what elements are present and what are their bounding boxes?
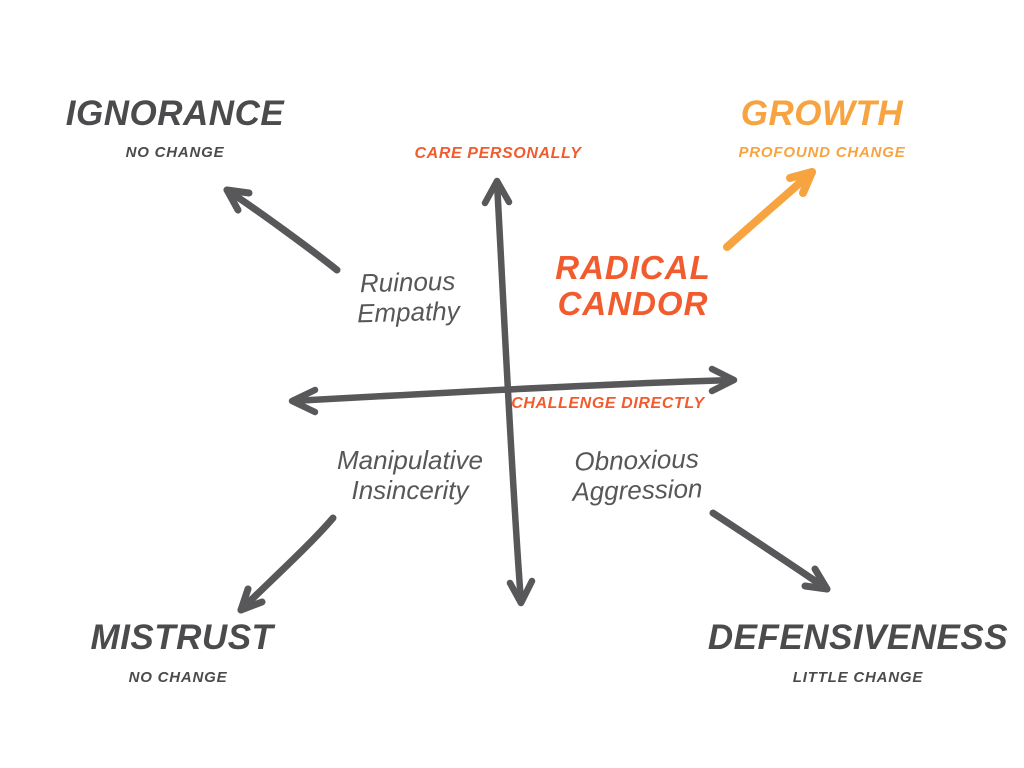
growth-arrow-shaft bbox=[723, 168, 816, 251]
horizontal-axis bbox=[288, 365, 738, 416]
outcome-ignorance-title: IGNORANCE bbox=[65, 94, 285, 133]
outcome-defensiveness-subtitle: LITTLE CHANGE bbox=[792, 669, 924, 686]
outcome-mistrust-subtitle: NO CHANGE bbox=[128, 669, 228, 686]
mistrust-arrow bbox=[237, 514, 337, 614]
outcome-defensiveness-title: DEFENSIVENESS bbox=[707, 618, 1009, 657]
defensiveness-arrow-head bbox=[801, 565, 831, 593]
quadrant-manipulative-insincerity: Manipulative Insincerity bbox=[337, 445, 483, 505]
vertical-axis-arrowhead-down bbox=[506, 577, 536, 607]
ignorance-arrow-head bbox=[223, 186, 253, 214]
growth-arrow bbox=[723, 168, 816, 251]
outcome-ignorance-subtitle: NO CHANGE bbox=[125, 144, 225, 161]
vertical-axis-arrowhead-up bbox=[481, 177, 513, 207]
horizontal-axis-shaft bbox=[289, 376, 737, 405]
defensiveness-arrow bbox=[709, 509, 831, 593]
ignorance-arrow-shaft bbox=[223, 186, 341, 274]
defensiveness-arrow-shaft bbox=[709, 509, 831, 593]
horizontal-axis-arrowhead-left bbox=[288, 386, 319, 416]
outcome-growth-title: GROWTH bbox=[740, 94, 904, 133]
care-personally-axis-label: CARE PERSONALLY bbox=[414, 145, 582, 162]
outcome-growth-subtitle: PROFOUND CHANGE bbox=[738, 144, 906, 161]
growth-arrow-head bbox=[786, 168, 816, 197]
ignorance-arrow bbox=[223, 186, 341, 274]
mistrust-arrow-shaft bbox=[237, 514, 337, 614]
vertical-axis-shaft bbox=[493, 179, 525, 606]
quadrant-radical-candor: RADICAL CANDOR bbox=[555, 249, 711, 322]
vertical-axis bbox=[481, 177, 536, 607]
quadrant-ruinous-empathy: Ruinous Empathy bbox=[356, 265, 461, 329]
challenge-directly-axis-label: CHALLENGE DIRECTLY bbox=[511, 395, 705, 412]
quadrant-obnoxious-aggression: Obnoxious Aggression bbox=[571, 443, 703, 507]
mistrust-arrow-head bbox=[237, 585, 266, 614]
outcome-mistrust-title: MISTRUST bbox=[90, 618, 274, 657]
horizontal-axis-arrowhead-right bbox=[708, 365, 738, 395]
